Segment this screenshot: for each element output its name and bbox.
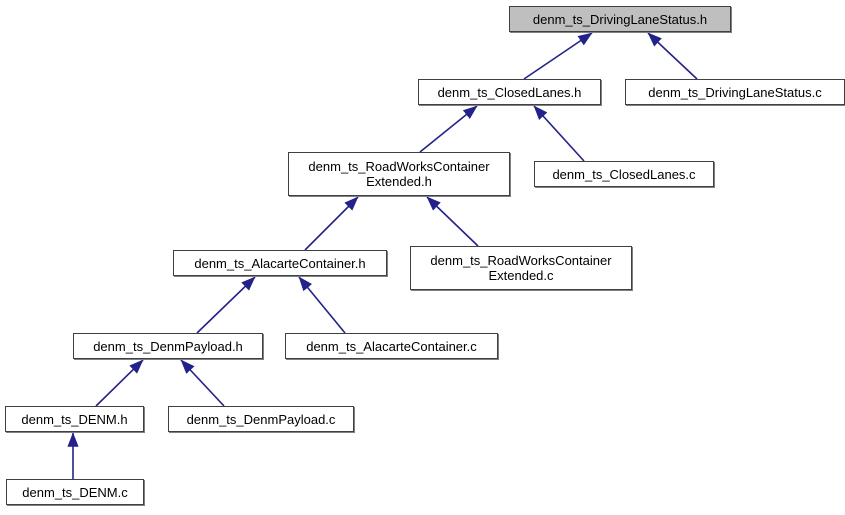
graph-node-denm_h[interactable]: denm_ts_DENM.h [5, 406, 144, 432]
graph-edge-roadworkscontainerextended_h-to-closedlanes_h [419, 105, 478, 153]
graph-edge-drivinglanestatus_c-to-drivinglanestatus_h [647, 32, 698, 80]
graph-edge-closedlanes_c-to-closedlanes_h [533, 105, 585, 162]
graph-node-roadworkscontainerextended_h[interactable]: denm_ts_RoadWorksContainer Extended.h [288, 152, 510, 196]
graph-node-alacartecontainer_c[interactable]: denm_ts_AlacarteContainer.c [285, 333, 498, 359]
graph-node-label: denm_ts_DrivingLaneStatus.c [648, 84, 822, 100]
graph-node-closedlanes_h[interactable]: denm_ts_ClosedLanes.h [418, 79, 601, 105]
graph-node-denm_c[interactable]: denm_ts_DENM.c [6, 479, 144, 505]
graph-edge-denmpayload_h-to-alacartecontainer_h [196, 276, 256, 334]
graph-node-label: denm_ts_DenmPayload.c [186, 411, 336, 427]
graph-edge-alacartecontainer_c-to-alacartecontainer_h [298, 276, 346, 334]
graph-node-roadworkscontainerextended_c[interactable]: denm_ts_RoadWorksContainer Extended.c [410, 246, 632, 290]
graph-node-label: denm_ts_RoadWorksContainer Extended.c [430, 253, 612, 283]
graph-edge-denmpayload_c-to-denmpayload_h [180, 359, 225, 407]
graph-node-alacartecontainer_h[interactable]: denm_ts_AlacarteContainer.h [173, 250, 387, 276]
graph-node-label: denm_ts_DrivingLaneStatus.h [532, 11, 708, 27]
graph-node-label: denm_ts_AlacarteContainer.c [306, 338, 477, 354]
graph-node-label: denm_ts_DenmPayload.h [93, 338, 243, 354]
graph-edge-closedlanes_h-to-drivinglanestatus_h [523, 32, 593, 80]
graph-node-drivinglanestatus_c[interactable]: denm_ts_DrivingLaneStatus.c [625, 79, 845, 105]
graph-node-closedlanes_c[interactable]: denm_ts_ClosedLanes.c [534, 161, 714, 187]
graph-edge-alacartecontainer_h-to-roadworkscontainerextended_h [304, 196, 359, 251]
graph-edge-denm_h-to-denmpayload_h [95, 359, 144, 407]
graph-node-drivinglanestatus_h: denm_ts_DrivingLaneStatus.h [509, 6, 731, 32]
graph-node-denmpayload_h[interactable]: denm_ts_DenmPayload.h [73, 333, 263, 359]
graph-node-label: denm_ts_DENM.h [21, 411, 128, 427]
graph-node-label: denm_ts_AlacarteContainer.h [194, 255, 366, 271]
graph-edge-roadworkscontainerextended_c-to-roadworkscontainerextended_h [426, 196, 479, 247]
graph-node-label: denm_ts_ClosedLanes.c [552, 166, 696, 182]
graph-node-label: denm_ts_ClosedLanes.h [437, 84, 582, 100]
graph-node-label: denm_ts_DENM.c [22, 484, 128, 500]
graph-node-denmpayload_c[interactable]: denm_ts_DenmPayload.c [168, 406, 354, 432]
graph-node-label: denm_ts_RoadWorksContainer Extended.h [308, 159, 490, 189]
